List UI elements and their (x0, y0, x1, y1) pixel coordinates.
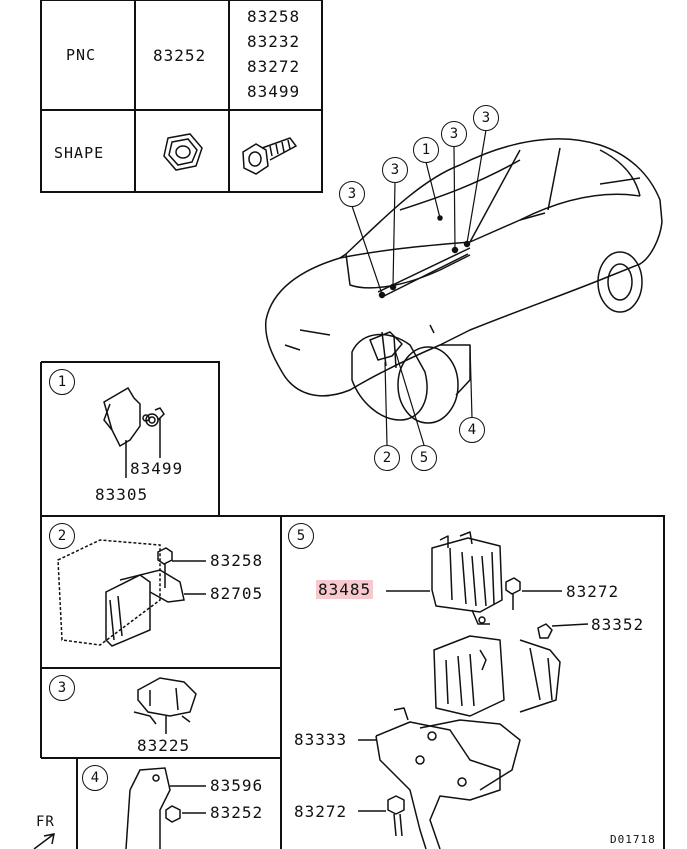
part-number[interactable]: 83258 (210, 551, 264, 570)
detail-2-callout: 2 (49, 523, 75, 549)
detail-1-bracket (103, 386, 165, 478)
vehicle-callout[interactable]: 1 (413, 137, 439, 163)
drawing-code: D01718 (610, 833, 656, 846)
vehicle-callout[interactable]: 5 (411, 445, 437, 471)
detail-3-callout: 3 (49, 675, 75, 701)
vehicle-callout[interactable]: 3 (441, 121, 467, 147)
direction-label: FR (36, 814, 55, 830)
part-number[interactable]: 83272 (294, 802, 348, 821)
vehicle-callout[interactable]: 3 (382, 157, 408, 183)
vehicle-callout[interactable]: 3 (473, 105, 499, 131)
part-number[interactable]: 83333 (294, 730, 348, 749)
detail-4-bracket (125, 767, 206, 849)
pnc-col2-value: 83272 (247, 57, 301, 76)
vehicle-outline (264, 138, 663, 424)
part-number[interactable]: 82705 (210, 584, 264, 603)
detail-5-assembly (358, 531, 589, 849)
part-number[interactable]: 83305 (95, 485, 149, 504)
part-number-highlighted[interactable]: 83485 (316, 580, 374, 599)
pnc-col1-value: 83252 (153, 46, 207, 65)
part-83485-unit[interactable] (431, 537, 503, 613)
detail-1-callout: 1 (49, 369, 75, 395)
front-arrow-icon (33, 833, 55, 849)
vehicle-callout[interactable]: 2 (374, 445, 400, 471)
bolt-shape-icon (242, 137, 298, 175)
part-number[interactable]: 83272 (566, 582, 620, 601)
shape-header: SHAPE (54, 144, 105, 162)
detail-frames (40, 361, 665, 849)
part-number[interactable]: 83252 (210, 803, 264, 822)
pnc-col2-value: 83258 (247, 7, 301, 26)
detail-4-callout: 4 (82, 765, 108, 791)
detail-3-clip (133, 677, 197, 734)
pnc-col2-value: 83499 (247, 82, 301, 101)
vehicle-callout[interactable]: 3 (339, 181, 365, 207)
vehicle-callout[interactable]: 4 (459, 417, 485, 443)
part-number[interactable]: 83352 (591, 615, 645, 634)
pnc-shape-table (40, 0, 323, 193)
vehicle-leader-lines (351, 129, 487, 446)
part-number[interactable]: 83499 (130, 459, 184, 478)
part-number[interactable]: 83225 (137, 736, 191, 755)
pnc-header: PNC (66, 46, 97, 64)
pnc-col2-value: 83232 (247, 32, 301, 51)
part-number[interactable]: 83596 (210, 776, 264, 795)
nut-shape-icon (163, 133, 203, 171)
detail-5-callout: 5 (288, 523, 314, 549)
detail-2-bracket (57, 539, 206, 647)
